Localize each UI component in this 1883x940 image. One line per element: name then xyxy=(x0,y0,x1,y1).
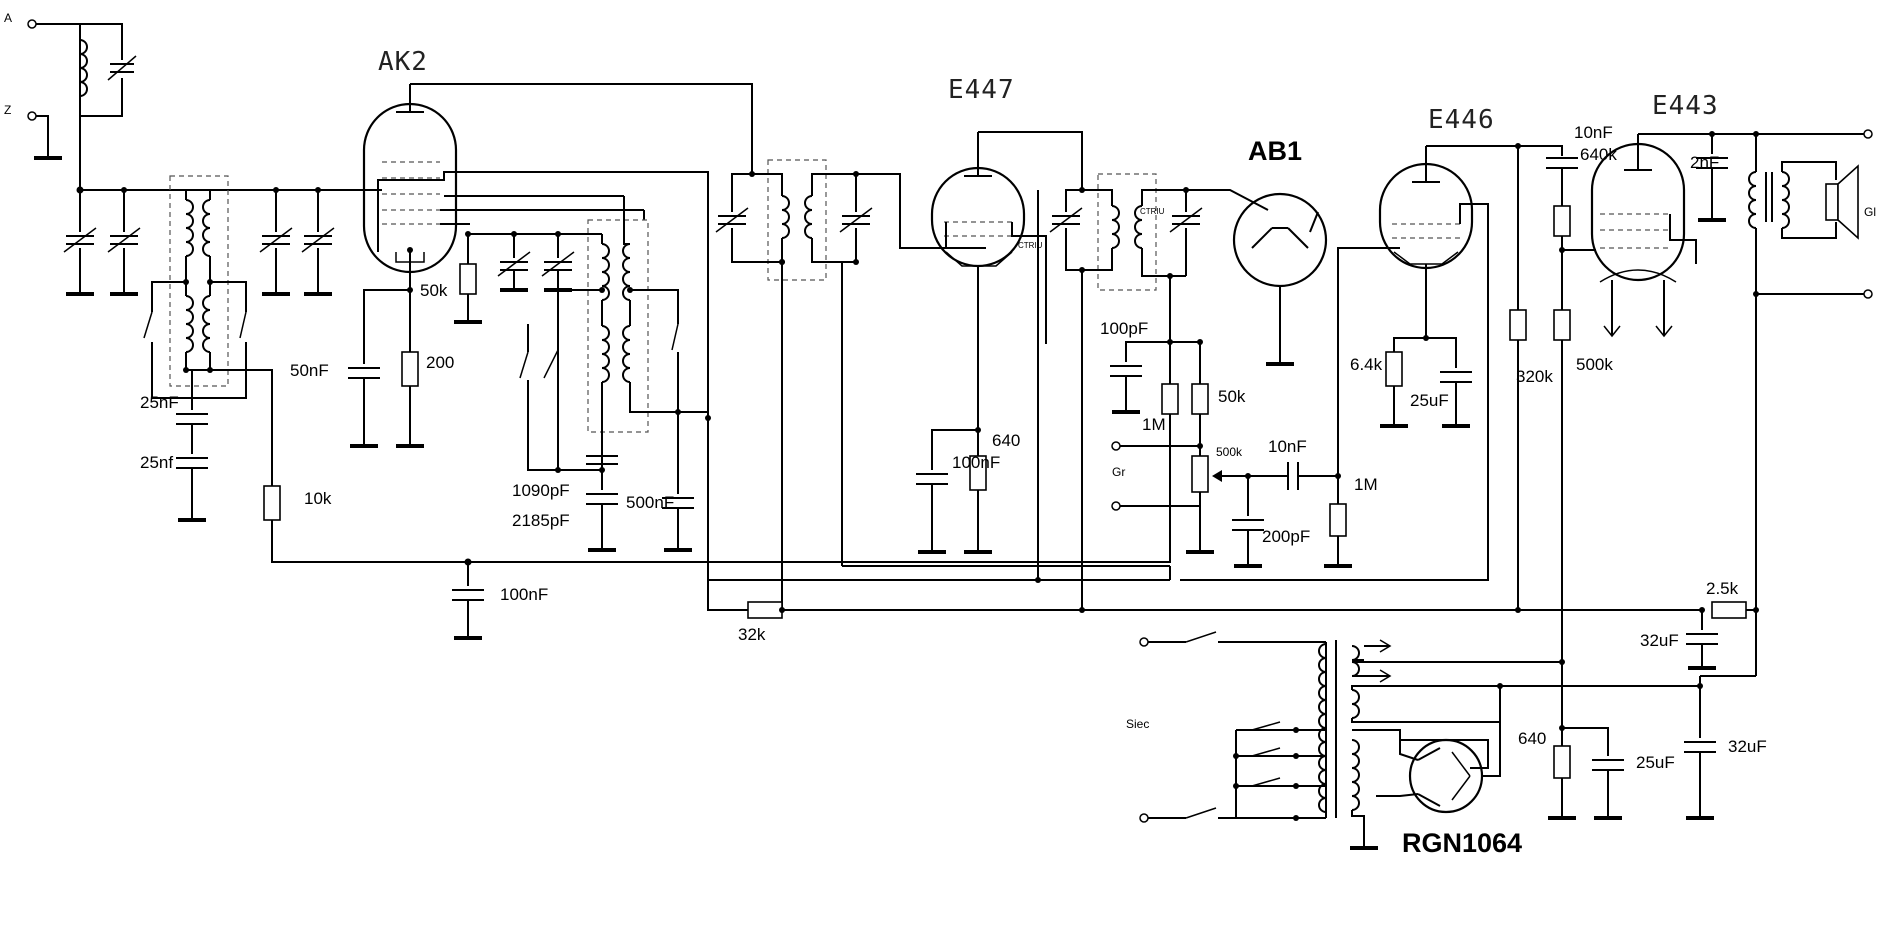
output-stage: Gl xyxy=(1748,129,1876,676)
tube-e446: E446 xyxy=(1180,105,1518,581)
cap-1090pF-label: 1090pF xyxy=(512,481,570,500)
mains-terminal-1[interactable] xyxy=(1139,637,1149,647)
if2-note: CTRIU xyxy=(1140,207,1165,216)
e446-cathode-network: 6.4k 25uF xyxy=(1350,337,1472,428)
res-640-label: 640 xyxy=(992,431,1020,450)
cap-10nF-b-label: 10nF xyxy=(1574,123,1613,142)
cap-100nF-b-label: 100nF xyxy=(952,453,1000,472)
cap-200pF-label: 200pF xyxy=(1262,527,1310,546)
speaker-label: Gl xyxy=(1864,205,1876,219)
tube-e447-label: E447 xyxy=(948,75,1015,105)
mains-switch[interactable] xyxy=(1185,631,1217,643)
res-500k-label: 500k xyxy=(1576,355,1613,374)
cap-32uF-b-label: 32uF xyxy=(1728,737,1767,756)
detector-network: 100pF 1M 50k Gr 500k 10nF 200pF xyxy=(1100,247,1400,568)
ground-terminal[interactable] xyxy=(27,111,37,121)
antenna-label: A xyxy=(4,11,12,25)
mains-terminal-2[interactable] xyxy=(1139,813,1149,823)
cap-25uF-label: 25uF xyxy=(1410,391,1449,410)
res-200-label: 200 xyxy=(426,353,454,372)
output-terminal-1[interactable] xyxy=(1863,129,1873,139)
cap-25uF-b-label: 25uF xyxy=(1636,753,1675,772)
tube-rgn1064-label: RGN1064 xyxy=(1402,828,1522,858)
cap-25nF-label: 25nF xyxy=(140,393,179,412)
rf-tuning-caps xyxy=(63,187,335,296)
res-10k xyxy=(263,485,281,521)
power-supply: Siec xyxy=(1126,631,1767,858)
cap-10nF-label: 10nF xyxy=(1268,437,1307,456)
speaker-icon xyxy=(1837,164,1859,240)
res-10k-label: 10k xyxy=(304,489,332,508)
tube-ak2: AK2 xyxy=(330,47,753,418)
tube-ab1-label: AB1 xyxy=(1248,136,1302,166)
res-6.4k-label: 6.4k xyxy=(1350,355,1383,374)
cap-2185pF-label: 2185pF xyxy=(512,511,570,530)
cap-2nF-label: 2nF xyxy=(1690,153,1719,172)
res-50k-label: 50k xyxy=(420,281,448,300)
res-2.5k-label: 2.5k xyxy=(1706,579,1739,598)
rectifier-tube-icon xyxy=(1408,738,1484,814)
antenna-coil xyxy=(79,39,88,97)
res-320k-label: 320k xyxy=(1516,367,1553,386)
input-coil-block: 25nF 25nf 10k 100nF xyxy=(140,175,1171,640)
e447-cathode-network: 640 100nF xyxy=(916,427,1020,554)
tube-e443: E443 2nF xyxy=(1590,91,1756,338)
if-transformer-2: CTRIU xyxy=(1049,173,1269,610)
e447-note: CTRIU xyxy=(1018,241,1043,250)
volume-pot[interactable] xyxy=(1191,455,1209,493)
tube-e446-label: E446 xyxy=(1428,105,1495,135)
band-switch-2[interactable] xyxy=(239,311,247,339)
res-1M-label: 1M xyxy=(1142,415,1166,434)
pot-500k-label: 500k xyxy=(1216,445,1243,459)
osc-switch-2[interactable] xyxy=(671,323,679,351)
osc-switch-1[interactable] xyxy=(519,351,529,379)
b-plus-bus: 32k 2.5k 32uF xyxy=(707,190,1759,670)
oscillator-section: 50k xyxy=(420,196,711,552)
cap-100nF-label: 100nF xyxy=(500,585,548,604)
cap-32uF-a-label: 32uF xyxy=(1640,631,1679,650)
tube-e447: E447 CTRIU xyxy=(930,75,1083,456)
tube-ab1: AB1 xyxy=(1232,136,1328,366)
output-terminal-2[interactable] xyxy=(1863,289,1873,299)
tube-ak2-label: AK2 xyxy=(378,47,428,77)
res-32k-label: 32k xyxy=(738,625,766,644)
antenna-terminal[interactable] xyxy=(27,19,37,29)
antenna-input: A Z xyxy=(4,11,330,194)
mains-label: Siec xyxy=(1126,717,1149,731)
cap-100pF-label: 100pF xyxy=(1100,319,1148,338)
res-640k-label: 640k xyxy=(1580,145,1617,164)
pickup-terminal-1[interactable] xyxy=(1111,441,1121,451)
tube-e443-label: E443 xyxy=(1652,91,1719,121)
interstage-coupling: 320k 10nF 640k 500k xyxy=(1509,123,1617,728)
ak2-cathode-network: 50nF 200 xyxy=(290,287,454,448)
res-640-b-label: 640 xyxy=(1518,729,1546,748)
if-transformer-1 xyxy=(715,159,986,610)
ground-label: Z xyxy=(4,103,11,117)
res-50k-b-label: 50k xyxy=(1218,387,1246,406)
cap-500nF-label: 500nF xyxy=(626,493,674,512)
cap-25nf-label: 25nf xyxy=(140,453,173,472)
cap-50nF-label: 50nF xyxy=(290,361,329,380)
res-1M-b-label: 1M xyxy=(1354,475,1378,494)
pickup-terminal-2[interactable] xyxy=(1111,501,1121,511)
osc-shield-can xyxy=(587,219,649,433)
band-switch-1[interactable] xyxy=(143,311,153,339)
pickup-label: Gr xyxy=(1112,465,1125,479)
